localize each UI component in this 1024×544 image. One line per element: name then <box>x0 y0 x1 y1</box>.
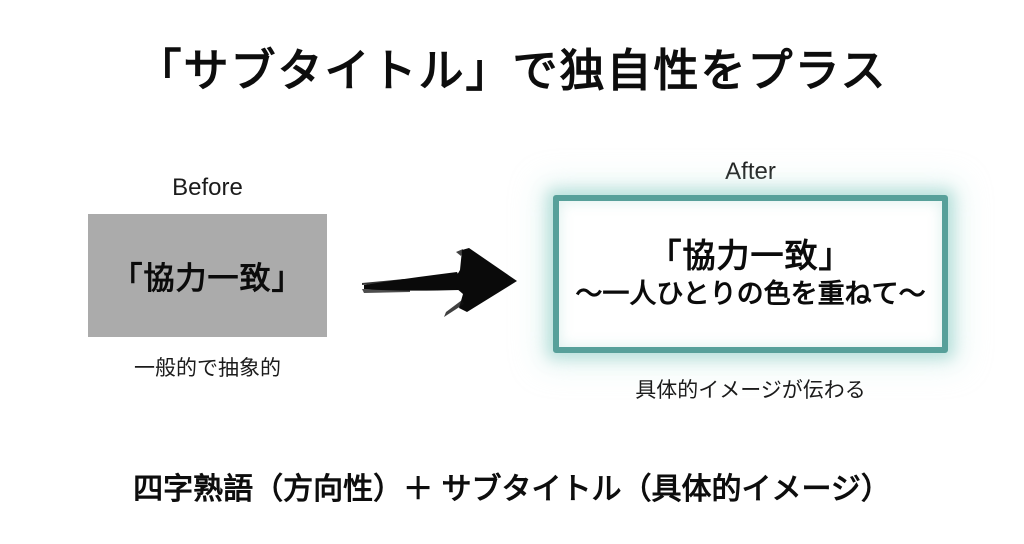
before-caption: 一般的で抽象的 <box>134 357 281 380</box>
after-box: 「協力一致」 ～一人ひとりの色を重ねて～ <box>553 195 948 353</box>
slide-title: 「サブタイトル」で独自性をプラス <box>136 44 888 97</box>
after-box-main-text: 「協力一致」 <box>648 237 853 274</box>
before-label: Before <box>172 174 243 201</box>
before-box: 「協力一致」 <box>88 214 327 337</box>
after-box-subtitle-text: ～一人ひとりの色を重ねて～ <box>575 279 926 310</box>
after-label: After <box>725 158 776 185</box>
formula-text: 四字熟語（方向性）＋ サブタイトル（具体的イメージ） <box>133 473 891 506</box>
after-caption: 具体的イメージが伝わる <box>635 379 866 402</box>
before-box-text: 「協力一致」 <box>111 261 304 296</box>
brush-arrow-right-icon <box>360 246 520 318</box>
